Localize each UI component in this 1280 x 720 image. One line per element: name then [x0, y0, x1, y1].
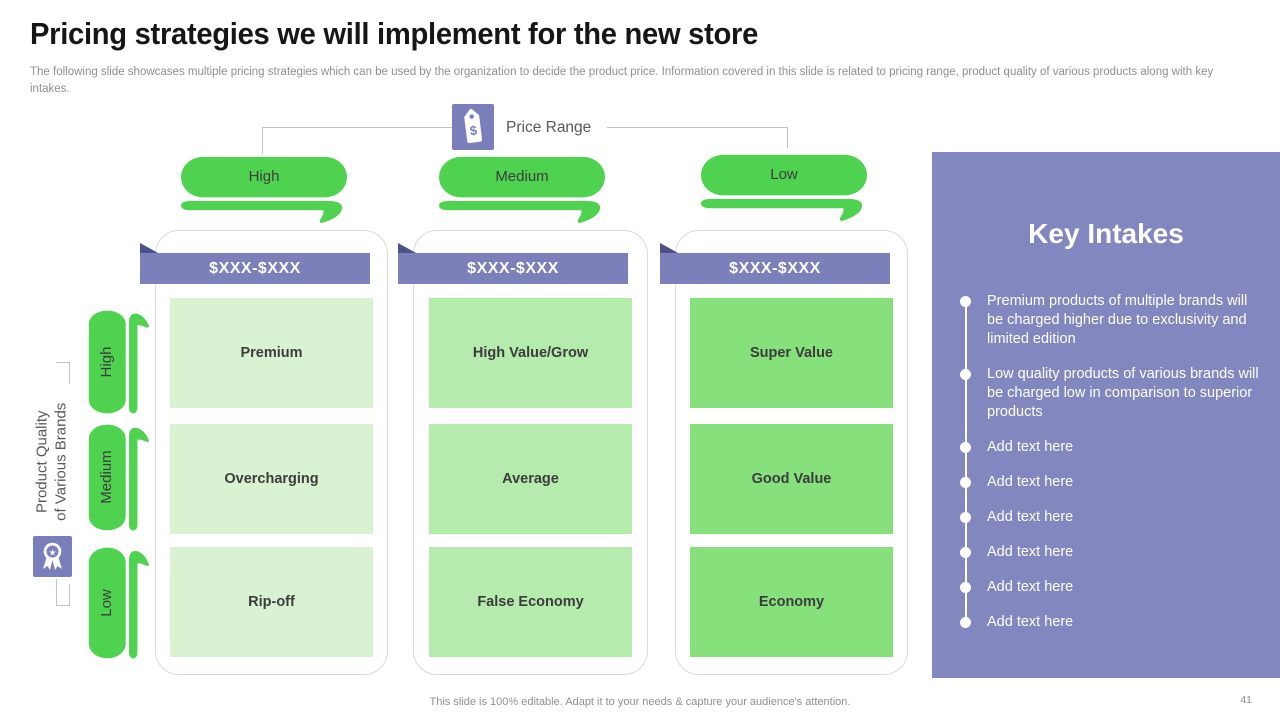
list-item: Low quality products of various brands w…: [960, 365, 1260, 422]
price-range-bracket-tick-left: [262, 127, 263, 154]
matrix-cell-average: Average: [429, 424, 632, 534]
price-tag-icon: $: [452, 104, 494, 150]
list-item: Add text here: [960, 543, 1260, 562]
quality-bracket-seg-bottom-right: [69, 584, 70, 606]
price-range-bracket-line-left: [262, 127, 453, 128]
price-range-header: $XXX-$XXX: [660, 253, 890, 284]
key-intakes-panel: [932, 152, 1280, 678]
matrix-cell-economy: Economy: [690, 547, 893, 657]
quality-bracket-tick-bottom: [56, 605, 70, 606]
price-level-label-low: Low: [770, 165, 798, 183]
quality-bracket-seg-bottom: [56, 579, 57, 606]
bullet-dot-icon: [960, 617, 971, 628]
bullet-dot-icon: [960, 547, 971, 558]
bullet-dot-icon: [960, 477, 971, 488]
matrix-cell-good-value: Good Value: [690, 424, 893, 534]
page-title: Pricing strategies we will implement for…: [30, 16, 759, 51]
price-level-bubble-high: [180, 156, 348, 223]
price-level-label-medium: Medium: [495, 167, 549, 185]
page-subtitle: The following slide showcases multiple p…: [30, 66, 1214, 96]
award-ribbon-icon: ★: [33, 536, 72, 577]
list-item: Add text here: [960, 508, 1260, 527]
list-item: Add text here: [960, 438, 1260, 457]
product-quality-axis-label: Product Quality of Various Brands: [33, 402, 69, 521]
matrix-cell-super-value: Super Value: [690, 298, 893, 408]
svg-text:$: $: [469, 122, 479, 138]
bullet-dot-icon: [960, 512, 971, 523]
key-intakes-title: Key Intakes: [1028, 218, 1184, 249]
price-range-header: $XXX-$XXX: [398, 253, 628, 284]
quality-level-bubble-high: [88, 310, 149, 414]
bullet-dot-icon: [960, 442, 971, 453]
price-range-bracket-line-right: [607, 127, 788, 128]
price-range-label: Price Range: [506, 119, 592, 136]
page-number: 41: [1240, 694, 1252, 706]
list-item: Add text here: [960, 613, 1260, 632]
ribbon-fold: [660, 243, 680, 254]
matrix-cell-high-value-grow: High Value/Grow: [429, 298, 632, 408]
bullet-dot-icon: [960, 296, 971, 307]
svg-text:★: ★: [48, 548, 56, 558]
list-item: Add text here: [960, 578, 1260, 597]
quality-level-label-medium: Medium: [97, 450, 115, 504]
quality-bracket-seg-top: [69, 362, 70, 384]
price-range-header: $XXX-$XXX: [140, 253, 370, 284]
price-level-label-high: High: [248, 167, 280, 185]
ribbon-fold: [398, 243, 418, 254]
list-item: Premium products of multiple brands will…: [960, 292, 1260, 349]
list-item: Add text here: [960, 473, 1260, 492]
price-level-bubble-low: [700, 154, 868, 221]
quality-level-label-low: Low: [97, 589, 115, 617]
bullet-dot-icon: [960, 369, 971, 380]
price-range-bracket-tick-right: [787, 127, 788, 148]
key-intakes-connector-line: [965, 301, 967, 622]
footer-note: This slide is 100% editable. Adapt it to…: [429, 696, 851, 708]
price-level-bubble-medium: [438, 156, 606, 223]
quality-level-bubble-low: [88, 547, 149, 659]
quality-level-label-high: High: [97, 346, 115, 378]
matrix-cell-rip-off: Rip-off: [170, 547, 373, 657]
quality-bracket-tick-top: [56, 362, 70, 363]
quality-level-bubble-medium: [88, 424, 149, 531]
ribbon-fold: [140, 243, 160, 254]
matrix-cell-overcharging: Overcharging: [170, 424, 373, 534]
key-intakes-list: Premium products of multiple brands will…: [960, 292, 1260, 632]
bullet-dot-icon: [960, 582, 971, 593]
matrix-cell-false-economy: False Economy: [429, 547, 632, 657]
matrix-cell-premium: Premium: [170, 298, 373, 408]
